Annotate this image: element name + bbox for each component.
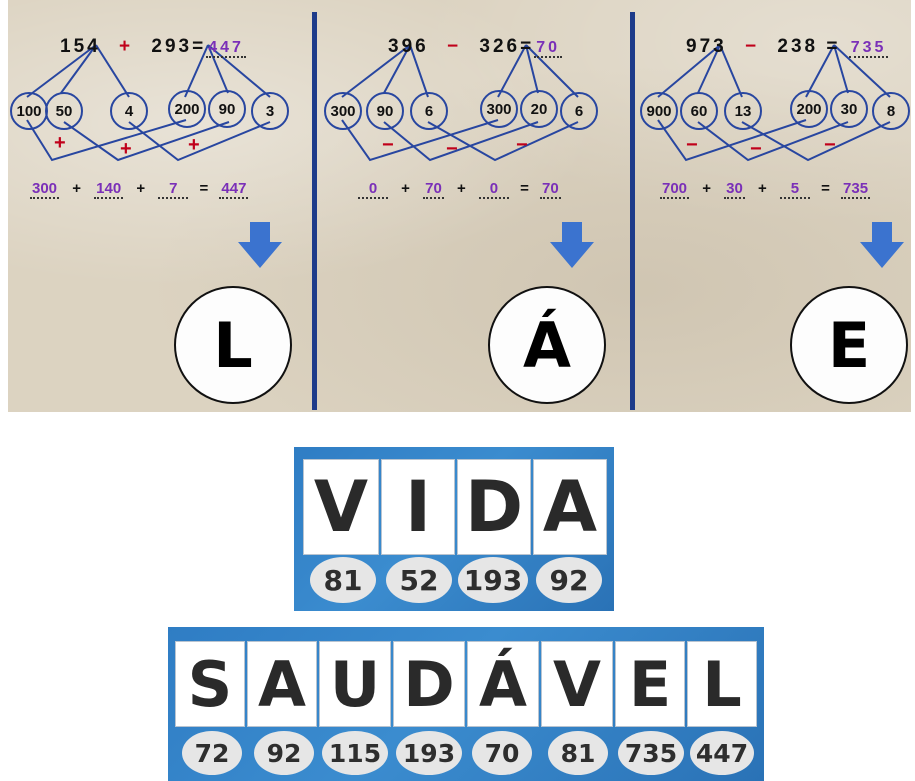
- equation-top: 396 − 326=70: [388, 36, 562, 58]
- letter-card: D: [394, 642, 464, 726]
- number-token: 193: [396, 731, 462, 775]
- letter-card: I: [382, 460, 454, 554]
- letter-card: L: [688, 642, 756, 726]
- place-value-circle: 900: [640, 92, 678, 130]
- decomposition-lines: [657, 44, 891, 162]
- down-arrow-icon: [860, 222, 904, 268]
- panel-subtraction-1: 396 − 326=70 300 90 6 300 20 6 − − − 0 +…: [320, 0, 620, 412]
- number-token: 52: [386, 557, 452, 603]
- operation-sign: +: [188, 134, 200, 156]
- number-token: 193: [458, 557, 528, 603]
- operation-sign: +: [120, 138, 132, 160]
- answer-letter-circle: Á: [488, 286, 606, 404]
- letter-card: U: [320, 642, 390, 726]
- place-value-circle: 90: [366, 92, 404, 130]
- number-token: 81: [310, 557, 376, 603]
- equation-top: 154 + 293=447: [60, 36, 246, 58]
- place-value-circle: 3: [251, 92, 289, 130]
- word-board-saudavel: S A U D Á V E L 72 92 115 193 70 81 735 …: [168, 627, 764, 781]
- down-arrow-icon: [238, 222, 282, 268]
- place-value-circle: 20: [520, 90, 558, 128]
- place-value-circle: 50: [45, 92, 83, 130]
- number-token: 115: [322, 731, 388, 775]
- number-token: 70: [472, 731, 532, 775]
- place-value-circle: 4: [110, 92, 148, 130]
- equation-bottom: 700 + 30 + 5 = 735: [660, 180, 871, 199]
- math-panels-board: 154 + 293=447 100 50 4 200 90 3 + + + 30…: [8, 0, 911, 412]
- place-value-circle: 300: [480, 90, 518, 128]
- answer-top: 735: [848, 39, 889, 58]
- operation-sign: +: [54, 132, 66, 154]
- place-value-circle: 6: [410, 92, 448, 130]
- panel-subtraction-2: 973 − 238 = 735 900 60 13 200 30 8 − − −…: [638, 0, 915, 412]
- equation-bottom: 0 + 70 + 0 = 70: [358, 180, 561, 199]
- place-value-circle: 30: [830, 90, 868, 128]
- place-value-circle: 13: [724, 92, 762, 130]
- letter-card: V: [304, 460, 378, 554]
- place-value-circle: 6: [560, 92, 598, 130]
- panel-divider: [630, 12, 635, 410]
- panel-addition: 154 + 293=447 100 50 4 200 90 3 + + + 30…: [8, 0, 308, 412]
- place-value-circle: 200: [168, 90, 206, 128]
- equation-bottom: 300 + 140 + 7 = 447: [30, 180, 249, 199]
- letter-card: A: [248, 642, 316, 726]
- letter-card: E: [616, 642, 684, 726]
- number-token: 735: [618, 731, 684, 775]
- place-value-circle: 300: [324, 92, 362, 130]
- place-value-circle: 8: [872, 92, 910, 130]
- answer-top: 447: [206, 39, 246, 58]
- answer-letter-circle: E: [790, 286, 908, 404]
- operation-sign: −: [750, 138, 762, 160]
- letter-card: S: [176, 642, 244, 726]
- answer-top: 70: [534, 39, 562, 58]
- equation-top: 973 − 238 = 735: [686, 36, 889, 58]
- letter-card: D: [458, 460, 530, 554]
- operation-sign: −: [446, 138, 458, 160]
- down-arrow-icon: [550, 222, 594, 268]
- operation-sign: −: [686, 134, 698, 156]
- place-value-circle: 60: [680, 92, 718, 130]
- decomposition-lines: [341, 44, 579, 162]
- number-token: 92: [254, 731, 314, 775]
- operation-sign: −: [516, 134, 528, 156]
- decomposition-lines: [26, 44, 271, 162]
- word-board-vida: V I D A 81 52 193 92: [294, 447, 614, 611]
- operation-sign: −: [824, 134, 836, 156]
- operation-sign: −: [382, 134, 394, 156]
- number-token: 447: [690, 731, 754, 775]
- number-token: 81: [548, 731, 608, 775]
- panel-divider: [312, 12, 317, 410]
- place-value-circle: 90: [208, 90, 246, 128]
- letter-card: A: [534, 460, 606, 554]
- letter-card: V: [542, 642, 612, 726]
- number-token: 92: [536, 557, 602, 603]
- answer-letter-circle: L: [174, 286, 292, 404]
- letter-card: Á: [468, 642, 538, 726]
- place-value-circle: 100: [10, 92, 48, 130]
- number-token: 72: [182, 731, 242, 775]
- place-value-circle: 200: [790, 90, 828, 128]
